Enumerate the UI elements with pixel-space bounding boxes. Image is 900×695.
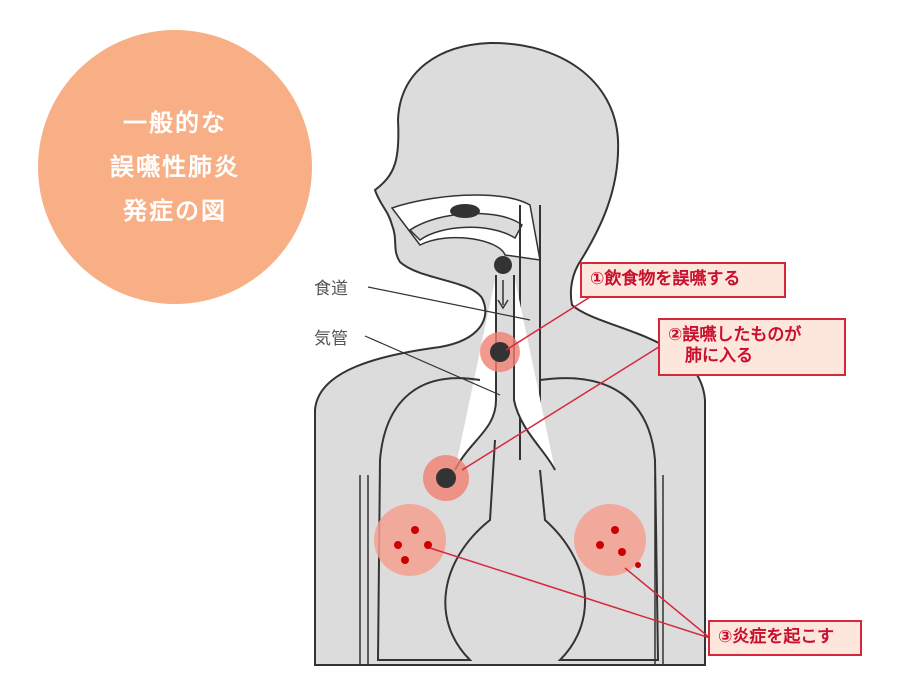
- inflammation-bronchus: [423, 455, 469, 501]
- callout-lines: [429, 296, 711, 639]
- inflammation-left-lung: [374, 504, 446, 576]
- left-lung: [376, 377, 496, 661]
- callout-step-2: ②誤嚥したものが 肺に入る: [658, 318, 846, 376]
- arm-left: [359, 475, 369, 665]
- callout-text: ①飲食物を誤嚥する: [590, 269, 741, 289]
- callout-text: ③炎症を起こす: [718, 627, 835, 647]
- title-badge: 一般的な 誤嚥性肺炎 発症の図: [38, 30, 312, 304]
- callout-step-1: ①飲食物を誤嚥する: [580, 262, 786, 298]
- trachea-label: 気管: [314, 329, 348, 349]
- tongue: [408, 212, 523, 241]
- food-bolus: [450, 204, 480, 218]
- down-arrow-icon: [497, 280, 509, 310]
- title-line: 一般的な: [123, 109, 227, 137]
- esophagus-pointer: [367, 286, 531, 321]
- arm-right: [654, 475, 664, 665]
- title-line: 誤嚥性肺炎: [110, 153, 240, 181]
- callout-step-3: ③炎症を起こす: [708, 620, 862, 656]
- swallowed-bolus: [494, 256, 512, 274]
- title-line: 発症の図: [123, 197, 227, 225]
- trachea-pointer: [364, 335, 501, 396]
- inflammation-throat: [480, 332, 520, 372]
- inflammation-right-lung: [574, 504, 646, 576]
- callout-text: 肺に入る: [668, 346, 753, 366]
- callout-text: ②誤嚥したものが: [668, 325, 802, 345]
- esophagus-label: 食道: [314, 279, 348, 299]
